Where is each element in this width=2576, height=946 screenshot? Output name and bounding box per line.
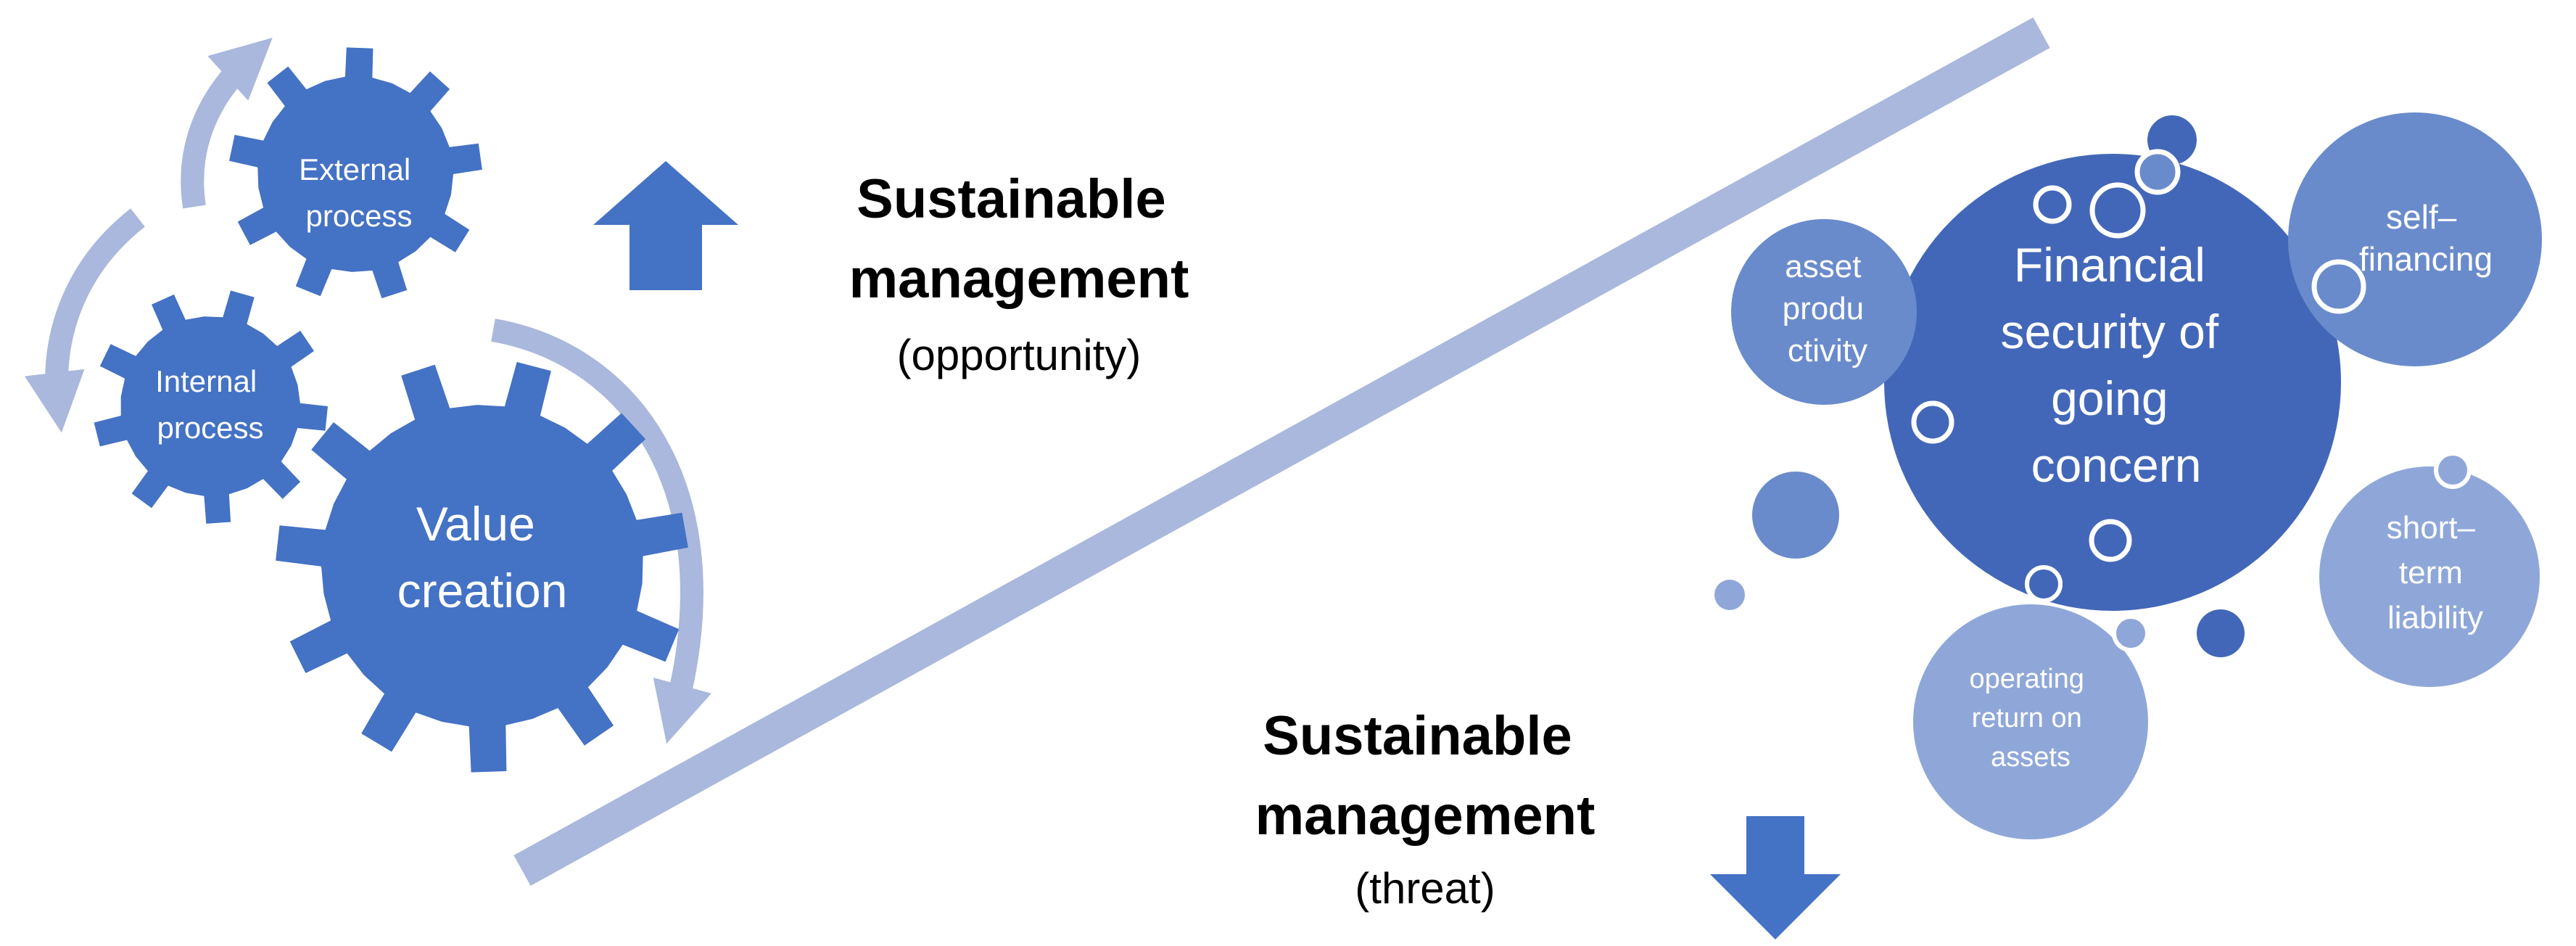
threat-heading-line-2: management [1255,785,1595,847]
svg-text:Internal process: Internal process [155,364,265,445]
diagonal-divider [513,17,2050,887]
decor-bubble [2197,609,2245,657]
ring-bubble [2112,614,2150,652]
ring-bubble [2134,149,2181,195]
value-gear-line-1: Value [416,497,535,551]
opportunity-heading-line-2: management [849,248,1189,310]
opportunity-subtitle: (opportunity) [897,331,1142,379]
asset-productivity-line-3: ctivity [1788,333,1867,369]
threat-label: Sustainable management (threat) [1255,705,1595,913]
down-arrow-icon [1710,816,1841,939]
operating-return-bubble [1913,604,2148,839]
operating-return-line-3: assets [1991,742,2071,773]
threat-heading-line-1: Sustainable [1263,705,1572,767]
ring-bubble [1911,400,1954,444]
svg-text:self– financing: self– financing [2359,198,2493,278]
internal-process-gear: Internal process [94,290,328,524]
short-term-line-3: liability [2387,600,2483,636]
external-process-gear: External process [229,47,482,299]
svg-text:Value creation: Value creation [397,497,568,617]
internal-gear-line-1: Internal [155,364,257,398]
ring-bubble [2025,565,2063,603]
value-creation-gear: Value creation [276,362,688,773]
ring-bubble [2089,519,2132,562]
ring-bubble [2311,259,2366,314]
cycle-arrow-top [181,38,273,209]
ring-bubble [2033,185,2072,224]
asset-productivity-line-1: asset [1785,249,1861,284]
svg-text:asset produ ctivit: asset produ ctivity [1783,249,1873,369]
threat-subtitle: (threat) [1355,864,1495,913]
bubble-cluster: Financial security of going concern asse… [1714,112,2542,839]
self-financing-line-2: financing [2359,240,2493,278]
internal-gear-shape [94,290,328,524]
svg-text:External process: External process [299,152,419,233]
svg-text:Sustainable management: Sustainable management [1255,705,1595,847]
internal-gear-line-2: process [157,411,263,445]
main-bubble-line-3: going [2051,371,2168,425]
cycle-arrow-right [491,318,712,744]
opportunity-label: Sustainable management (opportunity) [849,168,1189,379]
value-gear-shape [276,362,688,773]
short-term-line-2: term [2399,555,2463,591]
opportunity-heading-line-1: Sustainable [856,168,1166,230]
svg-text:Sustainable management: Sustainable management [849,168,1189,310]
asset-productivity-line-2: produ [1783,291,1865,326]
svg-text:operating return on: operating return on assets [1969,664,2092,773]
svg-text:short– term liabil: short– term liability [2387,510,2485,636]
main-bubble-line-1: Financial [2014,238,2205,292]
short-term-liability-bubble [2319,466,2540,687]
self-financing-bubble [2288,112,2542,366]
operating-return-line-1: operating [1969,664,2084,694]
self-financing-line-1: self– [2386,198,2457,236]
ring-bubble [2089,182,2146,239]
main-bubble-line-4: concern [2031,438,2202,492]
external-gear-line-1: External [299,152,410,186]
short-term-line-1: short– [2387,510,2476,546]
decor-bubble [1714,580,1745,610]
up-arrow-icon [593,161,738,290]
external-gear-shape [229,47,482,299]
external-gear-line-2: process [305,199,412,233]
operating-return-line-2: return on [1972,703,2082,733]
value-gear-line-2: creation [397,564,568,617]
main-bubble [1884,154,2341,611]
svg-text:Financial security of: Financial security of going concern [2000,238,2232,492]
main-bubble-line-2: security of [2000,305,2218,358]
asset-productivity-bubble [1731,219,1917,405]
cycle-arrow-left [24,208,145,433]
ring-bubble [2434,451,2472,489]
decor-bubble [1752,472,1839,559]
